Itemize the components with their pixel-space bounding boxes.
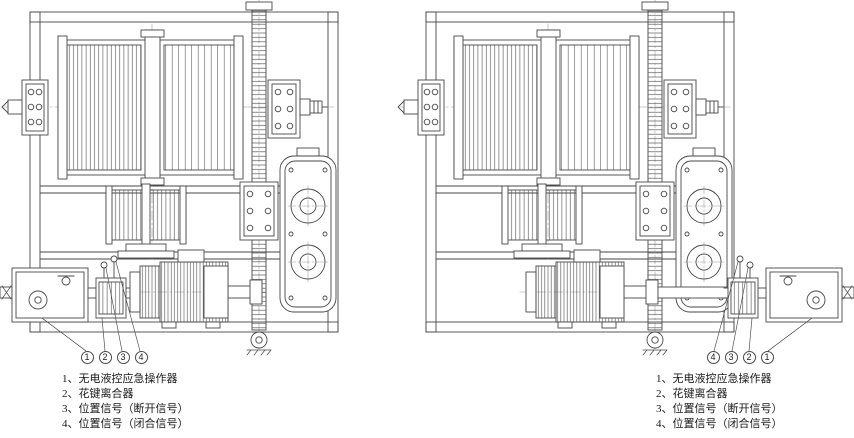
legend-item-4: 4、位置信号（闭合信号） — [656, 418, 783, 430]
callout-2: 2 — [98, 350, 112, 364]
callout-3: 3 — [724, 350, 738, 364]
legend-item-4: 4、位置信号（闭合信号） — [62, 418, 189, 430]
callout-1: 1 — [760, 350, 774, 364]
right-accessory-train — [713, 255, 854, 352]
legend-item-1: 1、无电液控应急操作器 — [62, 373, 178, 385]
legend-item-2: 2、花键离合器 — [62, 388, 134, 400]
callout-4: 4 — [134, 350, 148, 364]
legend-right: 1、无电液控应急操作器 2、花键离合器 3、位置信号（断开信号） 4、位置信号（… — [656, 372, 783, 432]
callout-2: 2 — [742, 350, 756, 364]
left-accessory-train — [0, 255, 141, 352]
callout-1: 1 — [80, 350, 94, 364]
legend-left: 1、无电液控应急操作器 2、花键离合器 3、位置信号（断开信号） 4、位置信号（… — [62, 372, 189, 432]
legend-item-3: 3、位置信号（断开信号） — [62, 403, 189, 415]
right-machine-view — [397, 0, 735, 356]
callout-4: 4 — [706, 350, 720, 364]
legend-item-2: 2、花键离合器 — [656, 388, 728, 400]
legend-item-1: 1、无电液控应急操作器 — [656, 373, 772, 385]
callout-3: 3 — [116, 350, 130, 364]
legend-item-3: 3、位置信号（断开信号） — [656, 403, 783, 415]
drive-shaft-extension — [657, 286, 731, 299]
